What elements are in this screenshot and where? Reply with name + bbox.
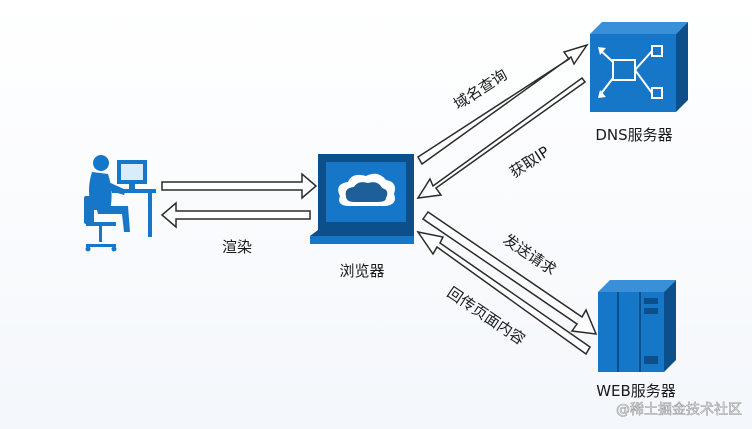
arrow-web-to-browser xyxy=(416,230,591,356)
watermark: @稀土掘金技术社区 xyxy=(616,402,742,418)
arrow-browser-to-web xyxy=(421,210,598,335)
browser-label: 浏览器 xyxy=(339,262,384,280)
arrow-user-to-browser xyxy=(161,172,318,200)
dns-server-label: DNS服务器 xyxy=(595,126,672,144)
arrow-browser-to-dns xyxy=(416,43,589,166)
web-server-label: WEB服务器 xyxy=(596,382,676,400)
arrow-dns-to-browser xyxy=(416,76,587,199)
render-label: 渲染 xyxy=(222,238,252,256)
web-server-icon xyxy=(598,280,676,372)
dns-server-icon xyxy=(590,22,688,112)
user-at-computer-icon xyxy=(84,155,156,252)
arrow-browser-to-user xyxy=(160,201,311,229)
browser-monitor-icon xyxy=(310,154,414,244)
